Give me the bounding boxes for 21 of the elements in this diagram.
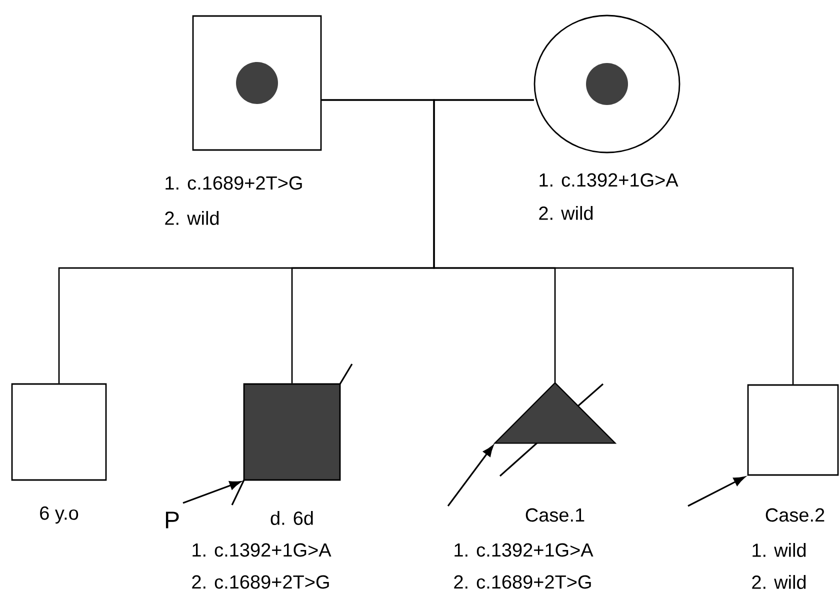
case-label: Case.2 [766, 508, 824, 522]
genotype-text: 1. c.1689+2T>G [166, 176, 302, 190]
proband-arrow [688, 476, 746, 507]
genotype-text: 1. c.1392+1G>A [192, 543, 332, 557]
genotype-text: 1. wild [752, 543, 806, 557]
genotype-text: 1. c.1392+1G>A [540, 173, 678, 187]
genotype-text: 2. wild [165, 211, 219, 225]
proband-arrow [447, 445, 494, 506]
descent-line [433, 99, 794, 384]
proband-label: P [166, 512, 179, 528]
genotype-text: 2. wild [752, 575, 806, 589]
age-text: 6 y.o [40, 506, 78, 524]
genotype-text: 2. wild [539, 206, 593, 220]
death-age-text: d. 6d [270, 511, 313, 525]
square-symbol [11, 383, 107, 481]
case-label: Case.1 [526, 508, 584, 522]
genotype-text: 1. c.1392+1G>A [454, 543, 594, 557]
genotype-text: 2. c.1689+2T>G [192, 575, 329, 589]
square-symbol [747, 384, 839, 476]
genotype-text: 2. c.1689+2T>G [454, 575, 591, 589]
proband-arrow [182, 481, 241, 504]
